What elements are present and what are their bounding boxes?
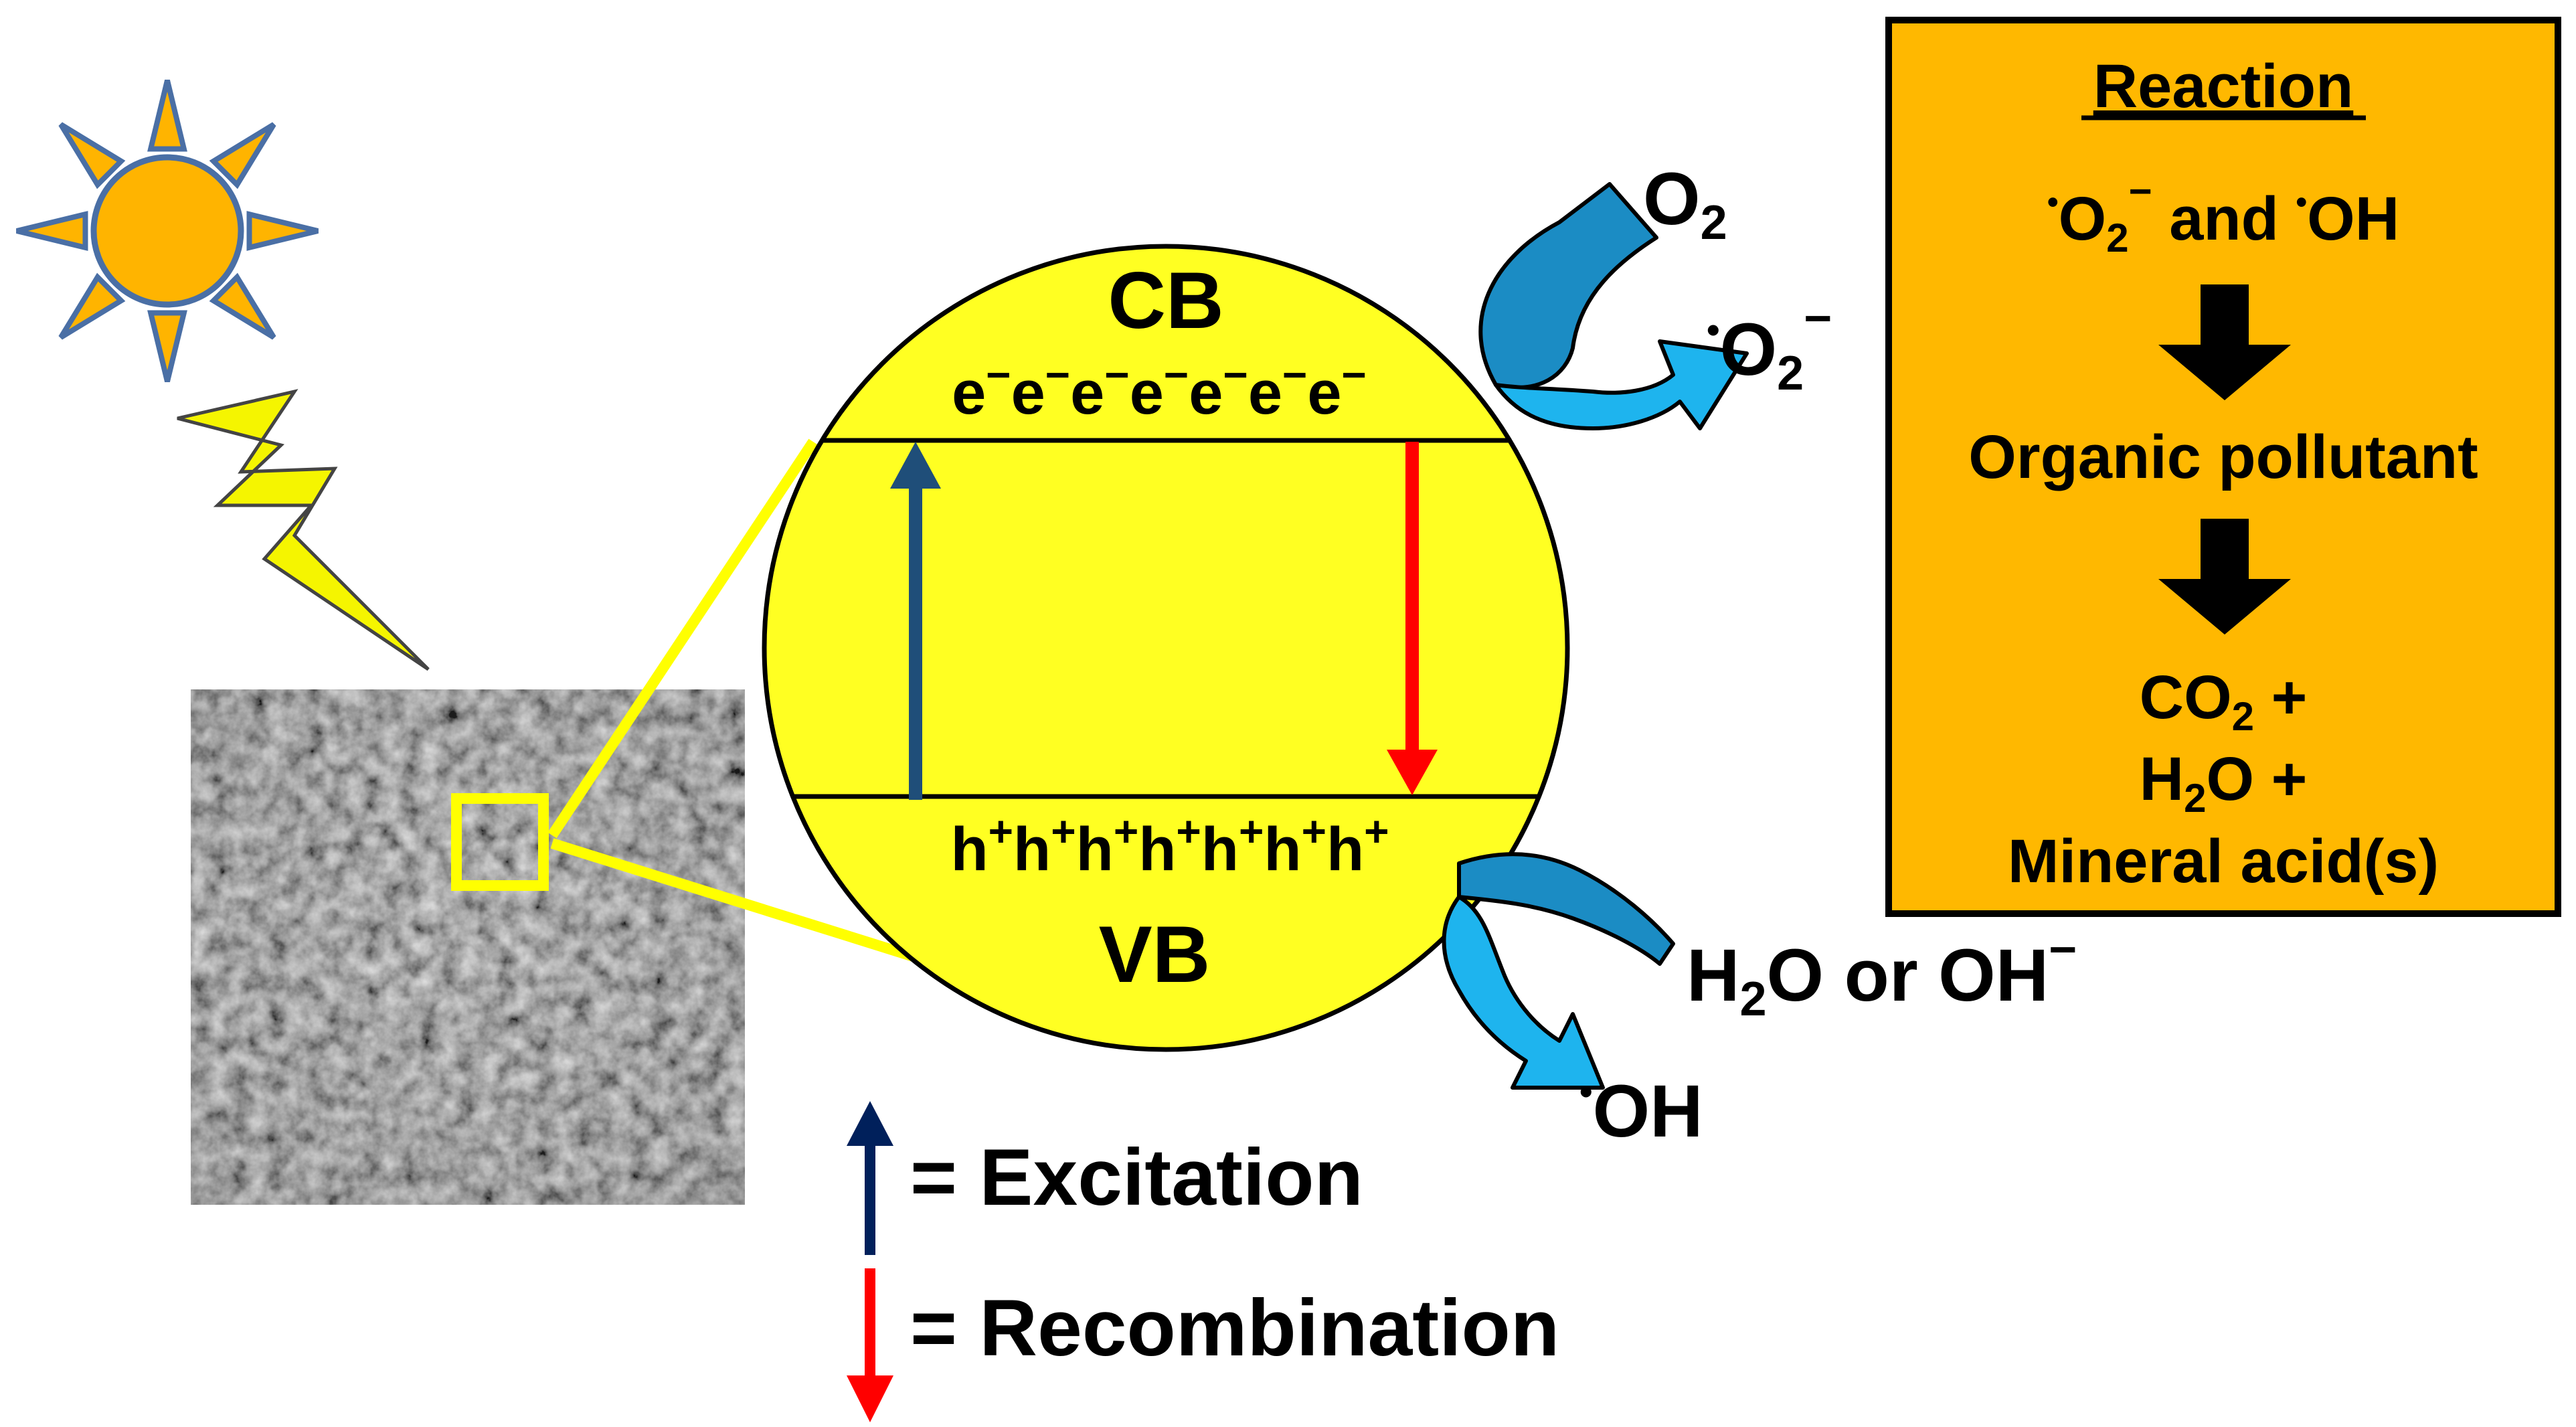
reaction-product-acid: Mineral acid(s) xyxy=(2008,827,2439,896)
legend-excitation-text: = Excitation xyxy=(910,1132,1363,1222)
sun-ray xyxy=(58,122,126,189)
hole-row: h+h+h+h+h+h+h+ xyxy=(950,807,1389,884)
reaction-product-co2: CO2 + xyxy=(2140,663,2308,739)
sun-ray xyxy=(147,310,187,382)
vb-label: VB xyxy=(1099,910,1211,999)
sun-ray xyxy=(58,272,126,340)
zoom-square xyxy=(451,793,549,891)
reaction-pollutant: Organic pollutant xyxy=(1968,423,2478,491)
water-oxidation-arrow xyxy=(1442,852,1675,1090)
sun-ray xyxy=(209,122,276,189)
oxygen-label: O2 xyxy=(1643,158,1727,250)
reaction-radicals: •O2− and •OH xyxy=(2047,169,2399,260)
sun-icon xyxy=(16,80,319,382)
cb-label: CB xyxy=(1108,256,1223,345)
superoxide-label: •O2− xyxy=(1707,292,1832,400)
reaction-title: Reaction xyxy=(2093,52,2354,120)
sem-micrograph xyxy=(191,689,745,1205)
water-label: H2O or OH− xyxy=(1687,923,2077,1026)
reaction-box: Reaction •O2− and •OH Organic pollutant … xyxy=(1885,17,2561,917)
sun-ray xyxy=(246,211,319,251)
excitation-arrow xyxy=(890,442,941,800)
hydroxyl-label: •OH xyxy=(1579,1070,1703,1153)
legend-recombination-text: = Recombination xyxy=(910,1283,1559,1373)
lightning-icon xyxy=(177,389,430,671)
zoom-line-top xyxy=(547,438,818,839)
legend-excitation: = Excitation xyxy=(847,1101,1363,1255)
reaction-product-h2o: H2O + xyxy=(2140,745,2308,821)
electron-row: e−e−e−e−e−e−e− xyxy=(952,351,1367,427)
sun-ray xyxy=(147,80,187,152)
sun-ray xyxy=(209,272,276,340)
recombination-arrow xyxy=(1387,442,1438,795)
oxygen-reduction-arrow xyxy=(1478,182,1749,430)
band-circle xyxy=(762,244,1570,1052)
reaction-arrow-1 xyxy=(2158,284,2291,400)
sun-ray xyxy=(16,211,88,251)
reaction-arrow-2 xyxy=(2158,519,2291,635)
legend-recombination: = Recombination xyxy=(847,1268,1559,1422)
